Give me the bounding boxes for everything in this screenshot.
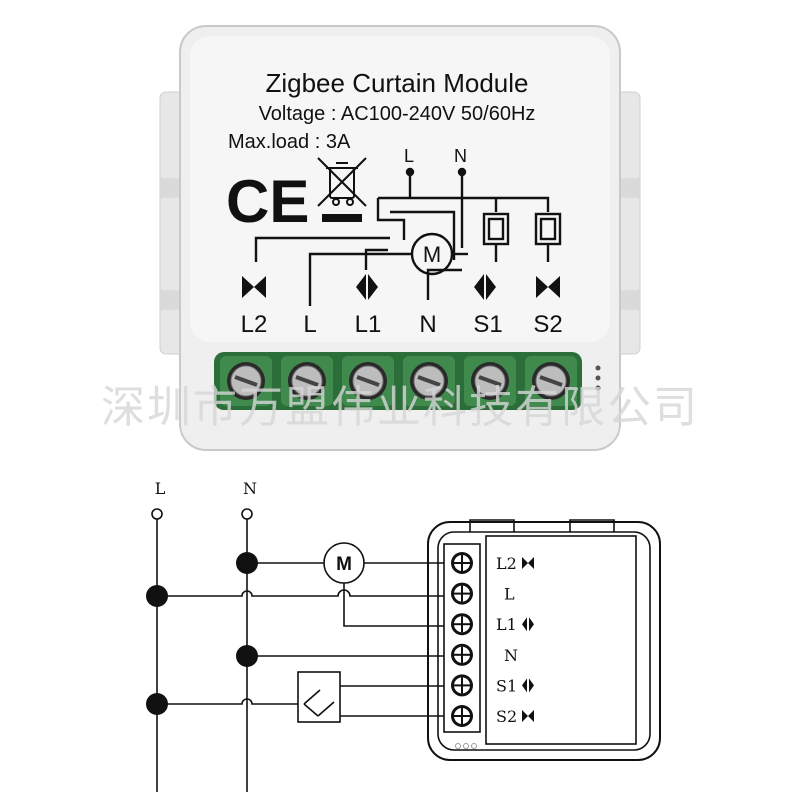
module-device: Zigbee Curtain Module Voltage : AC100-24… [159, 25, 641, 451]
led-dot [595, 365, 601, 371]
ce-mark: CE [226, 168, 309, 235]
face-terminal-label: S1 [473, 311, 502, 338]
wiring-diagram: L N M [146, 479, 661, 792]
diagram-terminal-screw [451, 643, 473, 666]
terminal-screw [403, 356, 455, 406]
diagram-terminal-label: L2 [496, 554, 517, 573]
diagram-terminal-screw [451, 582, 473, 605]
diamond-icon [356, 274, 378, 300]
diagram-terminal-label: N [504, 646, 518, 665]
module-max-load: Max.load : 3A [228, 131, 351, 153]
diagram-terminal-screw [451, 674, 473, 697]
module-bottom-leds [455, 743, 477, 749]
terminal-screw [525, 356, 577, 406]
wall-switch [297, 671, 341, 723]
module-outline [427, 519, 661, 761]
terminal-screw [281, 356, 333, 406]
diamond-icon [522, 617, 534, 632]
face-terminal-label: N [419, 311, 436, 338]
schematic-n-label: N [454, 146, 467, 166]
diagram-terminal-label: L [504, 585, 515, 604]
terminal-screw [342, 356, 394, 406]
diagram-terminal-label: S2 [496, 707, 517, 726]
diamond-icon [522, 678, 534, 693]
diagram-terminals [451, 552, 473, 727]
diagram-terminal-screw [451, 705, 473, 727]
motor-label: M [336, 554, 352, 575]
bowtie-icon [522, 557, 534, 569]
face-terminal-label: L1 [355, 311, 382, 338]
diagram-terminal-label: S1 [496, 676, 517, 695]
watermark-text: 深圳市万盟伟业科技有限公司 [101, 383, 699, 432]
terminal-screws [220, 356, 577, 406]
module-voltage: Voltage : AC100-240V 50/60Hz [259, 103, 536, 125]
face-schematic: L N M [254, 146, 562, 306]
led-dot [595, 375, 601, 381]
junction-dots [146, 552, 258, 715]
diagram-terminal-label: L1 [496, 615, 517, 634]
led-dot [595, 385, 601, 391]
schematic-l-label: L [404, 146, 414, 166]
bus-n-label: N [243, 479, 257, 498]
bowtie-icon [536, 276, 560, 298]
diamond-icon [474, 274, 496, 300]
bowtie-icon [522, 710, 534, 722]
bus-l-label: L [155, 479, 166, 498]
weee-bin-icon [317, 157, 367, 222]
terminal-screw [220, 356, 272, 406]
face-terminal-labels: L2 L L1 N S1 S2 [241, 311, 563, 338]
diagram-terminal-screw [451, 613, 473, 636]
terminal-screw [464, 356, 516, 406]
face-terminal-label: S2 [533, 311, 562, 338]
diagram-terminal-screw [451, 552, 473, 574]
face-terminal-label: L [303, 311, 316, 338]
module-title: Zigbee Curtain Module [265, 68, 528, 98]
bowtie-icon [242, 276, 266, 298]
face-motor-label: M [423, 242, 441, 267]
face-terminal-label: L2 [241, 311, 268, 338]
bus-l-terminal [151, 508, 163, 520]
module-face [190, 36, 610, 342]
bus-n-terminal [241, 508, 253, 520]
